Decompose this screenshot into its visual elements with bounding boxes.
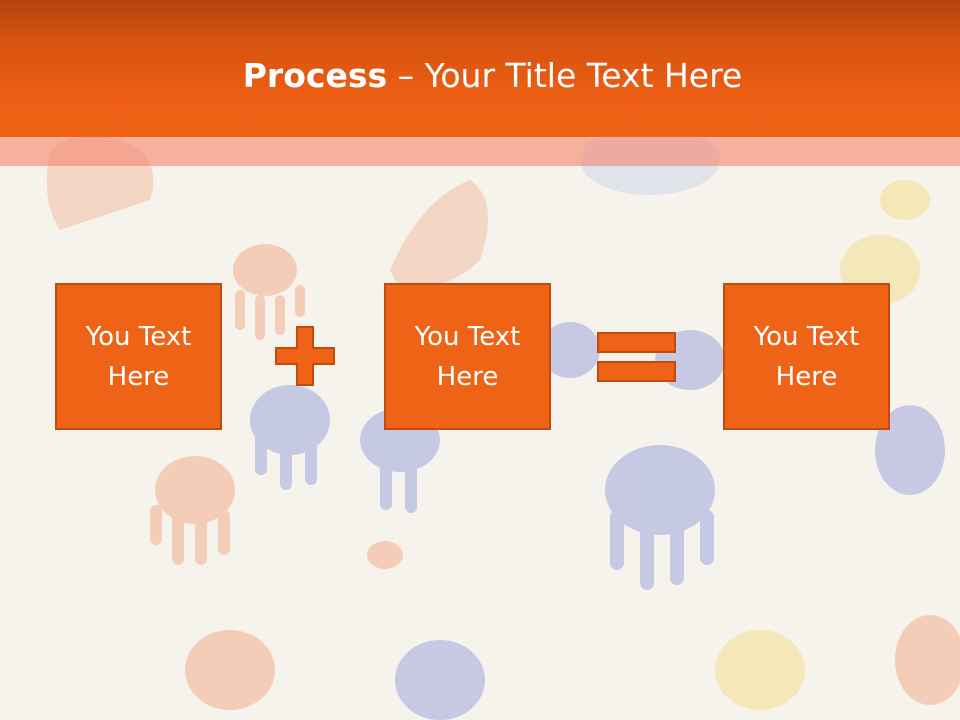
equals-icon [597,332,677,384]
process-box-2-text: You Text Here [414,321,521,392]
process-box-3[interactable]: You Text Here [723,283,890,430]
title-bar-accent-strip [0,137,960,166]
title-rest: Your Title Text Here [424,56,743,95]
process-box-2[interactable]: You Text Here [384,283,551,430]
slide-title: Process – Your Title Text Here [0,54,960,98]
title-bold: Process [242,56,388,95]
plus-icon [275,326,335,386]
title-dash: – [387,56,425,95]
title-bar [0,0,960,137]
process-box-1[interactable]: You Text Here [55,283,222,430]
process-box-1-text: You Text Here [85,321,192,392]
process-box-3-text: You Text Here [753,321,860,392]
